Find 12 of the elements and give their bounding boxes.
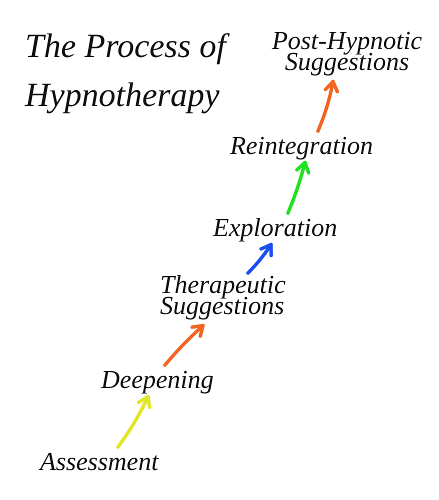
step-label: Therapeutic Suggestions <box>160 274 310 324</box>
arrow <box>316 80 339 133</box>
step-label: Reintegration <box>230 132 373 161</box>
step-label: Exploration <box>213 214 338 243</box>
step-label: Deepening <box>101 366 214 395</box>
arrow <box>163 324 205 367</box>
diagram-title: The Process of Hypnotherapy <box>25 22 250 121</box>
arrow <box>246 242 273 275</box>
arrow <box>116 394 152 449</box>
step-label: Assessment <box>40 448 158 477</box>
step-label: Post-Hypnotic Suggestions <box>258 30 436 80</box>
arrow <box>286 160 310 215</box>
